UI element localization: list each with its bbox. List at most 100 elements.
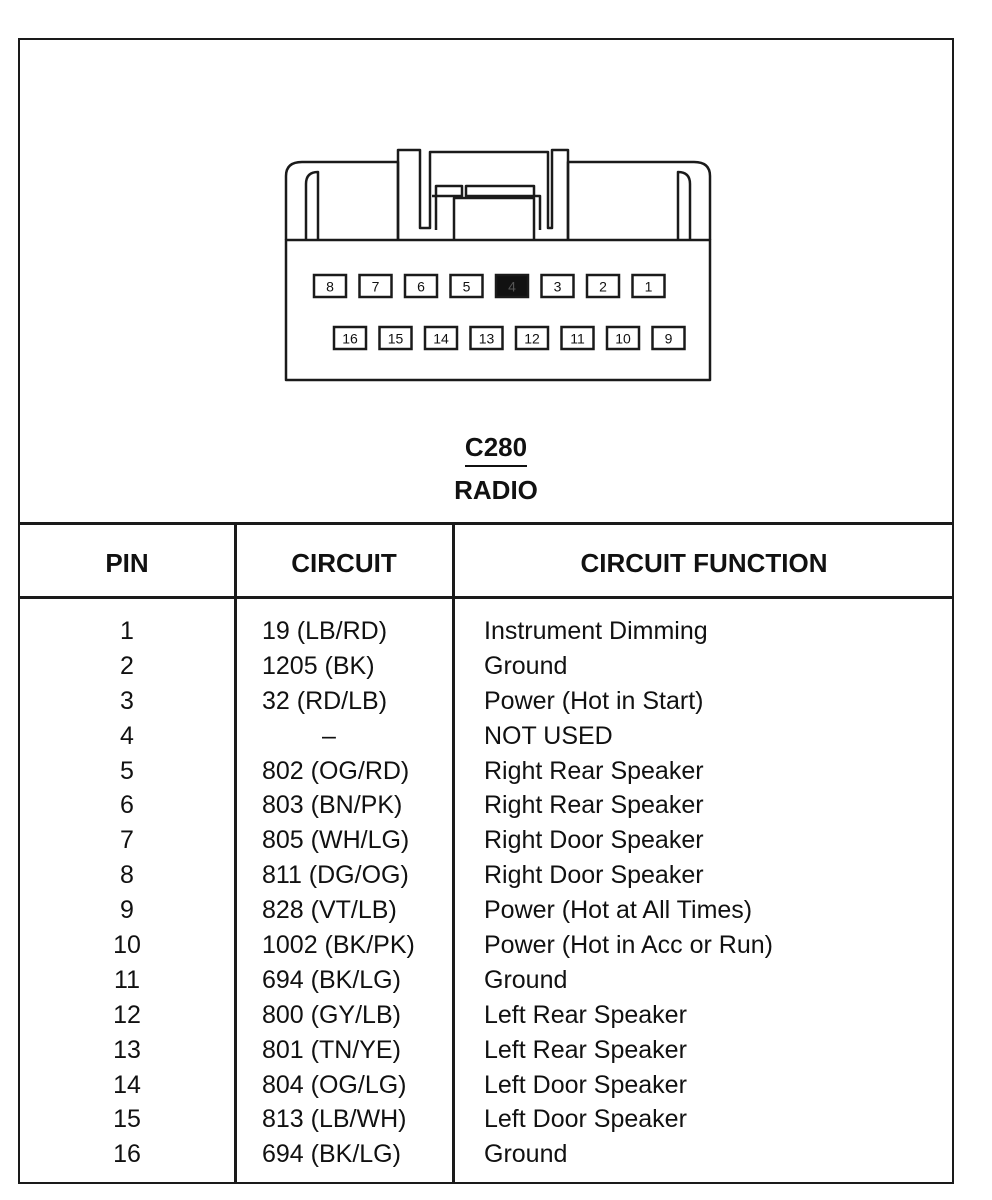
pin-1: 1 (631, 273, 666, 299)
function-cell: Left Rear Speaker (484, 1000, 687, 1029)
pin-12: 12 (514, 325, 550, 351)
pin-label: 10 (615, 331, 631, 347)
pin-label: 13 (479, 331, 495, 347)
pin-6: 6 (403, 273, 439, 299)
pin-cell: 9 (120, 896, 134, 925)
circuit-cell: 801 (TN/YE) (262, 1035, 401, 1064)
pin-7: 7 (358, 273, 393, 299)
function-cell: Instrument Dimming (484, 617, 708, 645)
column-divider (452, 522, 455, 1184)
function-cell: Ground (484, 965, 568, 994)
function-cell: Power (Hot at All Times) (484, 896, 753, 925)
pin-cell: 13 (113, 1035, 141, 1064)
function-cell: Power (Hot in Start) (484, 686, 704, 715)
header-circuit: CIRCUIT (291, 548, 397, 578)
circuit-cell: 802 (OG/RD) (262, 756, 410, 785)
circuit-cell: 805 (WH/LG) (262, 826, 410, 855)
pin-cell: 1 (120, 617, 134, 645)
function-cell: Left Door Speaker (484, 1070, 687, 1099)
circuit-cell: 694 (BK/LG) (262, 965, 401, 994)
circuit-column: 19 (LB/RD) 1205 (BK) 32 (RD/LB) – 802 (OG/RD… (262, 614, 415, 1172)
function-cell: Ground (484, 651, 568, 680)
function-cell: Right Rear Speaker (484, 791, 704, 820)
function-cell: Right Door Speaker (484, 826, 704, 855)
pin-label: 15 (388, 331, 404, 347)
pin-15: 15 (378, 325, 413, 351)
connector-diagram: 8 7 6 5 4 3 2 1 16 15 14 13 12 11 10 9 (284, 148, 712, 382)
circuit-cell: 800 (GY/LB) (262, 1000, 401, 1029)
pin-14: 14 (423, 325, 459, 351)
pin-cell: 6 (120, 791, 134, 820)
pin-cell: 16 (113, 1140, 141, 1169)
connector-body (284, 238, 712, 382)
pin-label: 11 (570, 331, 585, 347)
pin-3: 3 (540, 273, 575, 299)
pin-label: 7 (372, 279, 380, 295)
pin-cell: 14 (113, 1070, 141, 1099)
pin-cell: 15 (113, 1105, 141, 1134)
pin-label: 2 (599, 279, 607, 295)
pin-4: 4 (494, 273, 530, 299)
pin-13: 13 (469, 325, 504, 351)
pin-label: 1 (645, 279, 653, 295)
pin-cell: 5 (120, 756, 134, 785)
pin-9: 9 (651, 325, 686, 351)
header-circuit-function: CIRCUIT FUNCTION (580, 548, 828, 578)
circuit-cell: 811 (DG/OG) (262, 861, 409, 890)
pin-10: 10 (605, 325, 641, 351)
connector-id: C280 (0, 432, 992, 467)
pin-label: 5 (463, 279, 471, 295)
function-cell: Ground (484, 1140, 568, 1169)
page-frame (18, 38, 954, 1184)
connector-name: RADIO (454, 475, 538, 505)
pin-row-top: 8 7 6 5 4 3 2 1 (312, 273, 666, 299)
pin-label: 14 (433, 331, 449, 347)
pin-label: 3 (554, 279, 562, 295)
circuit-cell: 1002 (BK/PK) (262, 931, 415, 960)
pin-2: 2 (585, 273, 621, 299)
pin-11: 11 (560, 325, 595, 351)
header-pin: PIN (105, 548, 149, 578)
function-cell: Right Rear Speaker (484, 756, 704, 785)
pin-cell: 2 (120, 651, 134, 680)
column-divider (234, 522, 237, 1184)
pin-label: 12 (524, 331, 540, 347)
function-cell: Right Door Speaker (484, 861, 704, 890)
pin-label: 16 (342, 331, 358, 347)
function-cell: Left Door Speaker (484, 1105, 687, 1134)
connector-left-latch (284, 160, 400, 240)
circuit-cell: 32 (RD/LB) (262, 686, 388, 715)
pin-cell: 12 (113, 1000, 141, 1029)
pin-16: 16 (332, 325, 368, 351)
circuit-cell: 828 (VT/LB) (262, 896, 397, 925)
circuit-cell: 804 (OG/LG) (262, 1070, 407, 1099)
connector-right-latch (566, 160, 712, 240)
function-cell: NOT USED (484, 721, 613, 750)
pin-cell: 7 (120, 826, 134, 855)
pin-8: 8 (312, 273, 348, 299)
circuit-cell: – (322, 721, 336, 750)
pin-label: 9 (665, 331, 673, 347)
circuit-cell: 19 (LB/RD) (262, 617, 388, 645)
circuit-cell: 1205 (BK) (262, 651, 375, 680)
circuit-cell: 803 (BN/PK) (262, 791, 403, 820)
table-top-rule (18, 522, 954, 525)
pin-cell: 11 (114, 965, 140, 994)
table-header-rule (18, 596, 954, 599)
pin-cell: 8 (120, 861, 134, 890)
pin-label: 4 (508, 279, 516, 295)
circuit-cell: 813 (LB/WH) (262, 1105, 407, 1134)
function-cell: Power (Hot in Acc or Run) (484, 931, 773, 960)
pin-row-bottom: 16 15 14 13 12 11 10 9 (332, 325, 686, 351)
pin-cell: 4 (120, 721, 134, 750)
pin-label: 6 (417, 279, 425, 295)
circuit-cell: 694 (BK/LG) (262, 1140, 401, 1169)
pin-5: 5 (449, 273, 484, 299)
connector-center-key (396, 148, 570, 240)
pin-cell: 3 (120, 686, 134, 715)
pin-label: 8 (326, 279, 334, 295)
function-cell: Left Rear Speaker (484, 1035, 687, 1064)
pin-cell: 10 (113, 931, 141, 960)
